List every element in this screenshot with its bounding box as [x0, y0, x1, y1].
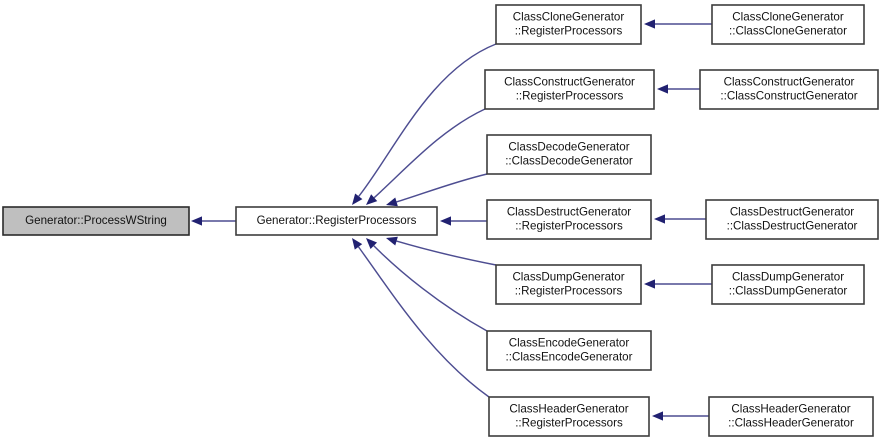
- node-label-line: ::ClassDumpGenerator: [729, 285, 848, 298]
- node-box[interactable]: [708, 396, 874, 437]
- node-box[interactable]: [495, 264, 642, 305]
- node-classdumpgenerator-classdumpgenerator[interactable]: ClassDumpGenerator::ClassDumpGenerator: [711, 264, 865, 305]
- node-classencodegenerator-classencodegenerator[interactable]: ClassEncodeGenerator::ClassEncodeGenerat…: [486, 330, 652, 371]
- edge-n10-to-n3: [657, 84, 700, 94]
- arrow-head-icon: [654, 214, 665, 224]
- node-box[interactable]: [2, 206, 190, 236]
- edge-n6-to-n1: [386, 236, 497, 266]
- arrow-head-icon: [652, 411, 663, 421]
- node-box[interactable]: [486, 199, 652, 240]
- node-box[interactable]: [711, 4, 865, 45]
- node-label-line: ClassConstructGenerator: [504, 75, 635, 88]
- node-classclonegenerator-registerprocessors[interactable]: ClassCloneGenerator::RegisterProcessors: [495, 4, 642, 45]
- edge-n7-to-n1: [366, 238, 488, 332]
- node-label-line: ::ClassCloneGenerator: [729, 25, 847, 38]
- node-label-line: ClassDecodeGenerator: [508, 140, 629, 153]
- arrow-head-icon: [440, 216, 451, 226]
- node-box[interactable]: [495, 4, 642, 45]
- node-label-line: ::ClassEncodeGenerator: [506, 351, 633, 364]
- node-label-line: ClassDumpGenerator: [732, 270, 844, 283]
- node-classdumpgenerator-registerprocessors[interactable]: ClassDumpGenerator::RegisterProcessors: [495, 264, 642, 305]
- node-classheadergenerator-classheadergenerator[interactable]: ClassHeaderGenerator::ClassHeaderGenerat…: [708, 396, 874, 437]
- node-classconstructgenerator-classconstructgenerator[interactable]: ClassConstructGenerator::ClassConstructG…: [699, 69, 879, 110]
- node-label-line: Generator::RegisterProcessors: [257, 214, 417, 227]
- edge-n9-to-n2: [644, 19, 712, 29]
- node-label-line: ClassDumpGenerator: [512, 270, 624, 283]
- node-box[interactable]: [486, 134, 652, 175]
- arrow-head-icon: [191, 216, 202, 226]
- node-label-line: ::RegisterProcessors: [515, 285, 623, 298]
- node-box[interactable]: [705, 199, 879, 240]
- arrow-head-icon: [366, 194, 378, 205]
- edge-n3-to-n1: [366, 108, 486, 205]
- nodes-layer: Generator::ProcessWString Generator::Regi…: [2, 4, 879, 437]
- edge-n4-to-n1: [386, 173, 488, 207]
- node-label-line: ::RegisterProcessors: [516, 90, 624, 103]
- node-box[interactable]: [711, 264, 865, 305]
- node-label-line: Generator::ProcessWString: [25, 214, 167, 227]
- node-label-line: ClassCloneGenerator: [513, 10, 625, 23]
- edges-layer: [191, 19, 712, 421]
- node-label-line: ClassCloneGenerator: [732, 10, 844, 23]
- arrow-head-icon: [657, 84, 668, 94]
- node-classdecodegenerator-classdecodegenerator[interactable]: ClassDecodeGenerator::ClassDecodeGenerat…: [486, 134, 652, 175]
- arrow-head-icon: [386, 236, 398, 246]
- edge-n11-to-n5: [654, 214, 706, 224]
- node-label-line: ::RegisterProcessors: [515, 417, 623, 430]
- node-label-line: ClassHeaderGenerator: [731, 402, 850, 415]
- arrow-head-icon: [644, 19, 655, 29]
- node-label-line: ::ClassHeaderGenerator: [728, 417, 854, 430]
- node-label-line: ClassConstructGenerator: [724, 75, 855, 88]
- arrow-head-icon: [386, 197, 398, 207]
- node-box[interactable]: [235, 206, 438, 236]
- arrow-head-icon: [366, 238, 378, 250]
- node-generator-registerprocessors[interactable]: Generator::RegisterProcessors: [235, 206, 438, 236]
- node-box[interactable]: [488, 396, 650, 437]
- node-label-line: ClassHeaderGenerator: [509, 402, 628, 415]
- node-classconstructgenerator-registerprocessors[interactable]: ClassConstructGenerator::RegisterProcess…: [484, 69, 655, 110]
- node-label-line: ::ClassConstructGenerator: [720, 90, 857, 103]
- node-label-line: ::RegisterProcessors: [515, 25, 623, 38]
- node-label-line: ::ClassDestructGenerator: [727, 220, 858, 233]
- node-box[interactable]: [486, 330, 652, 371]
- node-box[interactable]: [699, 69, 879, 110]
- node-classdestructgenerator-registerprocessors[interactable]: ClassDestructGenerator::RegisterProcesso…: [486, 199, 652, 240]
- arrow-head-icon: [352, 193, 363, 205]
- node-label-line: ::ClassDecodeGenerator: [505, 155, 633, 168]
- node-classheadergenerator-registerprocessors[interactable]: ClassHeaderGenerator::RegisterProcessors: [488, 396, 650, 437]
- edge-n13-to-n8: [652, 411, 709, 421]
- node-classclonegenerator-classclonegenerator[interactable]: ClassCloneGenerator::ClassCloneGenerator: [711, 4, 865, 45]
- node-label-line: ClassDestructGenerator: [507, 205, 631, 218]
- edge-n1-to-n0: [191, 216, 236, 226]
- node-label-line: ::RegisterProcessors: [515, 220, 623, 233]
- node-classdestructgenerator-classdestructgenerator[interactable]: ClassDestructGenerator::ClassDestructGen…: [705, 199, 879, 240]
- edge-n8-to-n1: [352, 238, 490, 398]
- edge-n2-to-n1: [352, 43, 497, 205]
- arrow-head-icon: [352, 238, 363, 250]
- node-box[interactable]: [484, 69, 655, 110]
- arrow-head-icon: [644, 279, 655, 289]
- node-generator-processwstring[interactable]: Generator::ProcessWString: [2, 206, 190, 236]
- edge-n12-to-n6: [644, 279, 712, 289]
- node-label-line: ClassEncodeGenerator: [509, 336, 630, 349]
- node-label-line: ClassDestructGenerator: [730, 205, 854, 218]
- edge-n5-to-n1: [440, 216, 487, 226]
